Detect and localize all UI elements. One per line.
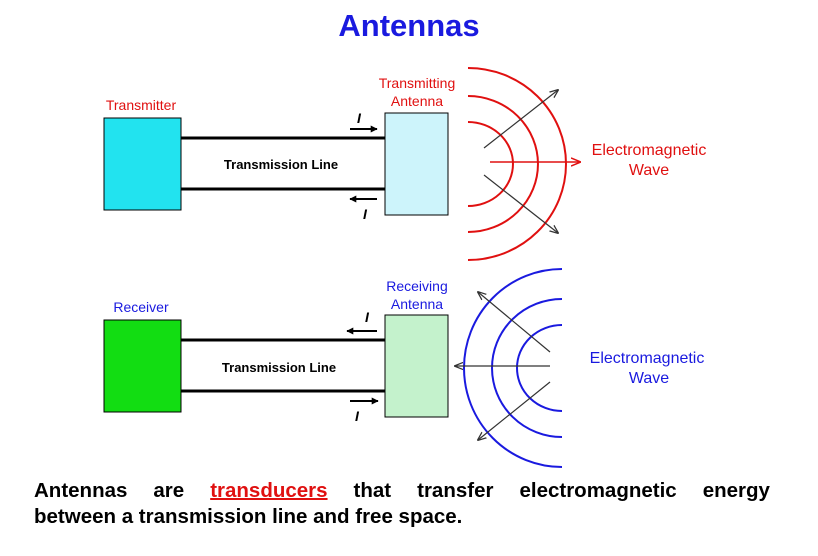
rx-wave-front-2 — [491, 298, 563, 438]
receiving-antenna-box — [384, 314, 449, 418]
rx-wave-front-1 — [516, 324, 563, 412]
slide-caption: Antennas are transducers that transfer e… — [34, 478, 770, 530]
caption-word: transfer — [417, 479, 494, 502]
radiation-arrow-down — [483, 174, 558, 233]
wave-front-1 — [467, 121, 514, 207]
current-symbol-top: I — [357, 110, 362, 126]
radiation-arrow-up — [483, 90, 558, 149]
caption-word: are — [153, 479, 185, 502]
receiving-antenna-label-1: Receiving — [386, 278, 447, 294]
em-wave-label-rx-1: Electromagnetic — [590, 350, 705, 367]
receiver-box — [103, 319, 182, 413]
rx-current-symbol-bottom: I — [355, 408, 360, 424]
caption-word: electromagnetic — [519, 479, 677, 502]
wave-front-3 — [467, 67, 567, 261]
rx-transmission-line-label: Transmission Line — [222, 360, 336, 375]
transmit-section: Transmitter Transmission Line I I Transm… — [103, 67, 707, 261]
transmitting-antenna-box — [384, 112, 449, 216]
transmitter-box — [103, 117, 182, 211]
rx-wave-front-3 — [463, 268, 563, 468]
slide-title: Antennas — [338, 8, 480, 43]
current-symbol-bottom: I — [363, 206, 368, 222]
caption-word: Antennas — [34, 479, 128, 502]
caption-word: that — [353, 479, 392, 502]
rx-arrow-down — [478, 381, 551, 440]
transmitting-antenna-label-2: Antenna — [391, 93, 443, 109]
caption-highlight-transducers: transducers — [210, 479, 328, 502]
em-wave-label-tx-2: Wave — [629, 162, 669, 179]
em-wave-label-rx-2: Wave — [629, 370, 669, 387]
caption-line-2: between a transmission line and free spa… — [34, 505, 463, 528]
rx-current-symbol-top: I — [365, 309, 370, 325]
wave-front-2 — [467, 95, 539, 233]
caption-line-1: Antennas are transducers that transfer e… — [34, 478, 770, 504]
receiver-label: Receiver — [113, 299, 169, 315]
transmitter-label: Transmitter — [106, 97, 177, 113]
em-wave-label-tx-1: Electromagnetic — [592, 142, 707, 159]
receive-section: Receiver Transmission Line I I Receiving… — [103, 268, 705, 468]
caption-word: energy — [702, 479, 770, 502]
receiving-antenna-label-2: Antenna — [391, 296, 443, 312]
transmission-line-label: Transmission Line — [224, 157, 338, 172]
rx-arrow-up — [478, 292, 551, 353]
transmitting-antenna-label-1: Transmitting — [379, 75, 456, 91]
